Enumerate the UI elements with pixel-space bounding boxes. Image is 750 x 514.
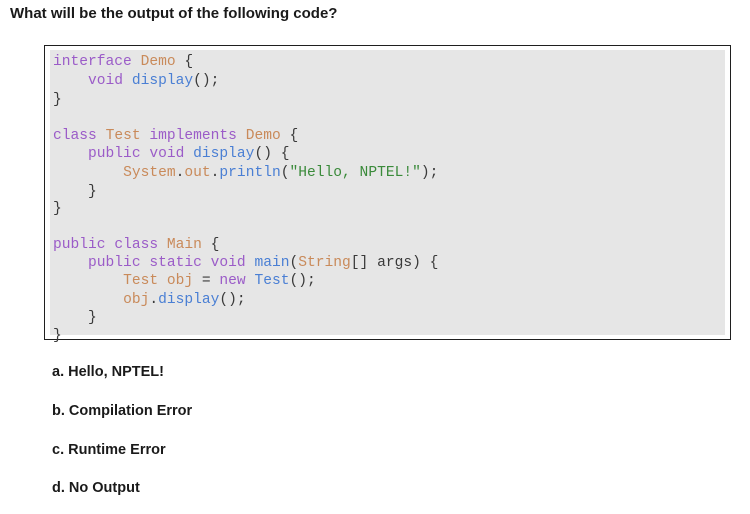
code-token: Test	[123, 273, 159, 289]
code-token: Demo	[140, 54, 176, 70]
code-token	[53, 273, 123, 289]
code-token: Test	[105, 128, 141, 144]
code-token: .	[210, 165, 220, 181]
code-token: {	[280, 128, 299, 144]
code-token: Main	[166, 237, 202, 253]
code-token: out	[184, 165, 211, 181]
code-token: implements	[149, 128, 237, 144]
code-line: }	[53, 183, 97, 201]
code-token	[97, 128, 106, 144]
code-token: println	[219, 165, 281, 181]
code-token	[237, 128, 246, 144]
code-token: display	[158, 292, 220, 308]
code-block: interface Demo { void display();}class T…	[44, 45, 731, 344]
code-token: {	[175, 54, 194, 70]
code-token: );	[420, 165, 439, 181]
code-line: }	[53, 200, 62, 218]
code-token: }	[53, 310, 97, 326]
answer-option-c[interactable]: c. Runtime Error	[52, 442, 166, 458]
code-token: =	[193, 273, 220, 289]
code-background: interface Demo { void display();}class T…	[50, 50, 725, 344]
code-token	[106, 237, 115, 253]
answer-option-b[interactable]: b. Compilation Error	[52, 403, 193, 419]
code-token: interface	[53, 54, 132, 70]
code-token: (	[289, 255, 299, 271]
code-line: }	[53, 91, 62, 109]
code-token	[158, 237, 167, 253]
code-token: public	[53, 237, 106, 253]
code-token: Test	[254, 273, 290, 289]
code-line: public void display() {	[53, 145, 289, 163]
code-token	[53, 165, 123, 181]
code-token: }	[53, 328, 62, 344]
code-token: () {	[254, 146, 290, 162]
code-token: ();	[219, 292, 246, 308]
code-token: }	[53, 92, 62, 108]
code-token: class	[114, 237, 159, 253]
code-line: }	[53, 327, 62, 345]
code-token: }	[53, 201, 62, 217]
code-token	[184, 146, 193, 162]
code-token	[53, 292, 123, 308]
code-token: ();	[289, 273, 316, 289]
code-token	[202, 255, 211, 271]
code-token	[53, 73, 88, 89]
code-line: Test obj = new Test();	[53, 272, 316, 290]
code-line: }	[53, 309, 97, 327]
code-line: public class Main {	[53, 236, 219, 254]
code-token: Demo	[245, 128, 281, 144]
code-line: interface Demo {	[53, 53, 193, 71]
code-token	[53, 146, 88, 162]
code-line: class Test implements Demo {	[53, 127, 298, 145]
question-text: What will be the output of the following…	[10, 5, 338, 22]
code-token: String	[298, 255, 351, 271]
code-token: System	[123, 165, 176, 181]
code-token	[53, 255, 88, 271]
code-token: public	[88, 255, 141, 271]
code-token: display	[131, 73, 194, 89]
code-line: obj.display();	[53, 291, 246, 309]
code-token: obj	[166, 273, 194, 289]
code-token: "Hello, NPTEL!"	[289, 165, 421, 181]
code-token: {	[201, 237, 220, 253]
code-token: obj	[123, 292, 150, 308]
code-line: void display();	[53, 72, 219, 90]
code-line: System.out.println("Hello, NPTEL!");	[53, 164, 438, 182]
code-token: [] args) {	[350, 255, 439, 271]
code-token: main	[254, 255, 290, 271]
code-token: display	[193, 146, 255, 162]
code-token: new	[219, 273, 246, 289]
code-token: public	[88, 146, 141, 162]
code-line: public static void main(String[] args) {	[53, 254, 438, 272]
code-token: static	[149, 255, 202, 271]
code-token: (	[280, 165, 290, 181]
code-token	[158, 273, 167, 289]
code-token: void	[88, 73, 124, 89]
code-token: void	[149, 146, 185, 162]
code-token: .	[175, 165, 185, 181]
code-token: ();	[193, 73, 220, 89]
code-token	[123, 73, 132, 89]
code-token	[132, 54, 141, 70]
code-token: }	[53, 184, 97, 200]
answer-option-d[interactable]: d. No Output	[52, 480, 140, 496]
code-token: .	[149, 292, 159, 308]
code-token: void	[210, 255, 246, 271]
answer-option-a[interactable]: a. Hello, NPTEL!	[52, 364, 164, 380]
code-token: class	[53, 128, 97, 144]
